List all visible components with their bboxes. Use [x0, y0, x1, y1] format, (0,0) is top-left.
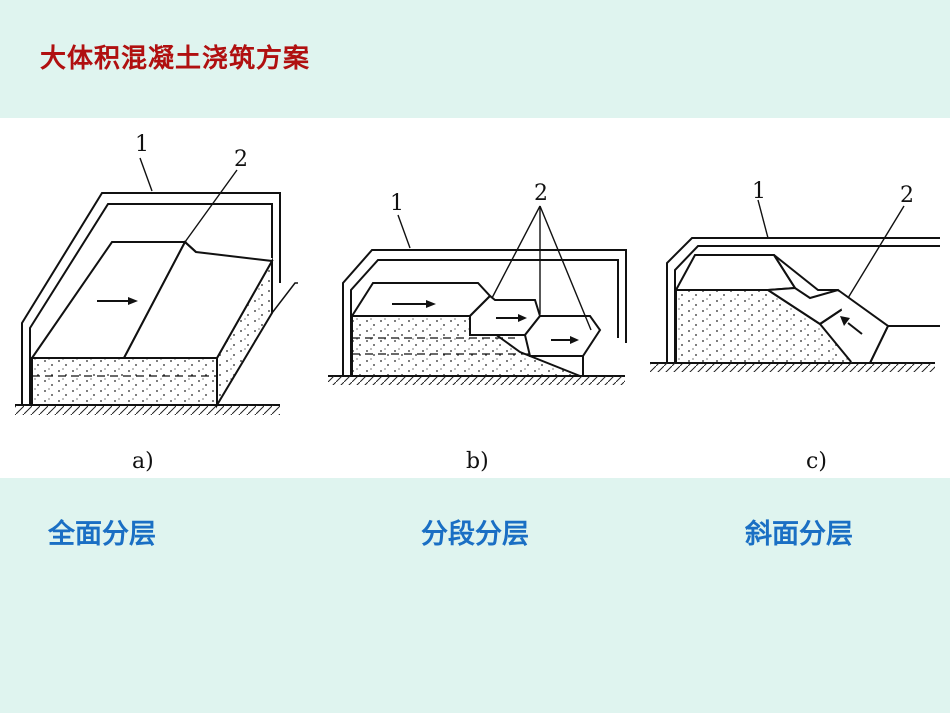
figure-c-sublabel: c) [806, 449, 827, 474]
leader-1 [397, 214, 411, 249]
figure-b-label-2: 2 [534, 181, 548, 206]
formwork-inner [29, 203, 273, 405]
formwork-outer [666, 237, 940, 363]
layer-top-2 [122, 240, 274, 359]
caption-full-layer: 全面分层 [48, 519, 156, 550]
step-block-1 [350, 282, 492, 317]
ground-hatch [15, 405, 280, 415]
ground-hatch [650, 363, 935, 372]
pouring-schemes-diagram: 1 2 a) [15, 132, 940, 474]
figure-c [650, 199, 940, 372]
figure-a [15, 157, 298, 415]
leader-2 [184, 169, 238, 243]
slide-title: 大体积混凝土浇筑方案 [40, 44, 311, 74]
figure-b-label-1: 1 [390, 191, 404, 216]
leader-2c [539, 205, 592, 331]
figure-c-label-1: 1 [752, 179, 766, 204]
leader-1 [139, 157, 153, 192]
formwork-outer [342, 249, 627, 376]
formwork-outer [21, 192, 281, 405]
figure-b [328, 205, 627, 385]
leader-2a [491, 205, 541, 299]
caption-sloped-layer: 斜面分层 [745, 519, 853, 550]
caption-segmented-layer: 分段分层 [421, 519, 529, 550]
figure-a-sublabel: a) [132, 449, 154, 474]
leader-2 [847, 205, 905, 299]
figure-band: 1 2 a) [0, 118, 950, 478]
figure-a-label-2: 2 [234, 147, 248, 172]
leader-1 [757, 199, 769, 239]
slope-block-3 [837, 289, 890, 364]
concrete-front [31, 357, 218, 406]
ground-hatch [328, 376, 625, 385]
figure-c-label-2: 2 [900, 183, 914, 208]
step-block-3 [523, 315, 602, 357]
figure-a-label-1: 1 [135, 132, 149, 157]
figure-b-sublabel: b) [466, 449, 489, 474]
step-block-2 [469, 294, 542, 336]
